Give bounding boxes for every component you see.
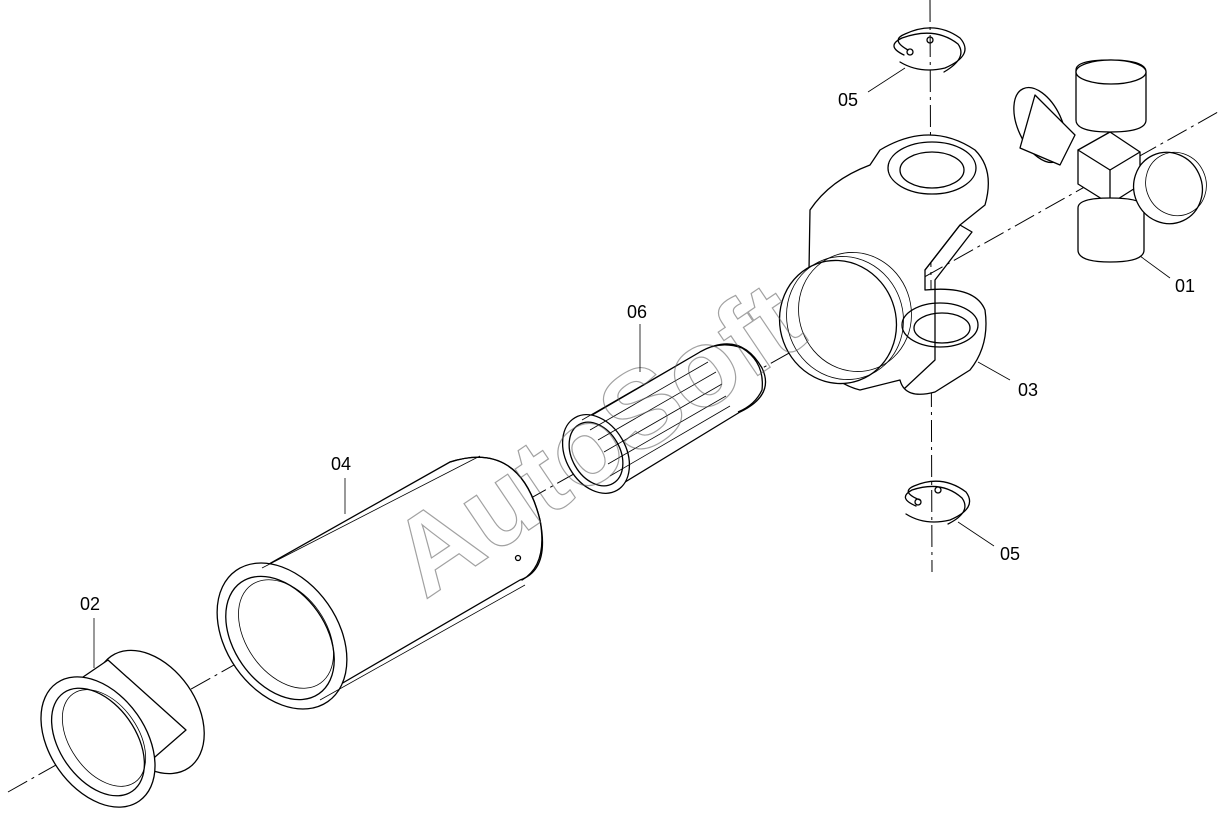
callout-04: 04	[331, 454, 351, 474]
part-05-snap-ring-top	[893, 27, 966, 73]
callout-03: 03	[1018, 380, 1038, 400]
part-04-tube	[216, 455, 544, 710]
callout-01: 01	[1175, 276, 1195, 296]
part-06-splined-shaft	[561, 343, 767, 494]
callout-05-top: 05	[838, 90, 858, 110]
callout-02: 02	[80, 594, 100, 614]
callout-06: 06	[627, 302, 647, 322]
callout-05-bottom: 05	[1000, 544, 1020, 564]
part-05-snap-ring-bottom	[904, 480, 971, 525]
part-02-seal-ring	[40, 649, 205, 808]
part-03-yoke	[778, 134, 989, 395]
part-01-joint-cross	[1013, 59, 1207, 263]
vertical-axis	[929, 0, 933, 573]
callout-leaders	[93, 67, 1171, 668]
watermark: AutoSoft	[370, 258, 824, 620]
